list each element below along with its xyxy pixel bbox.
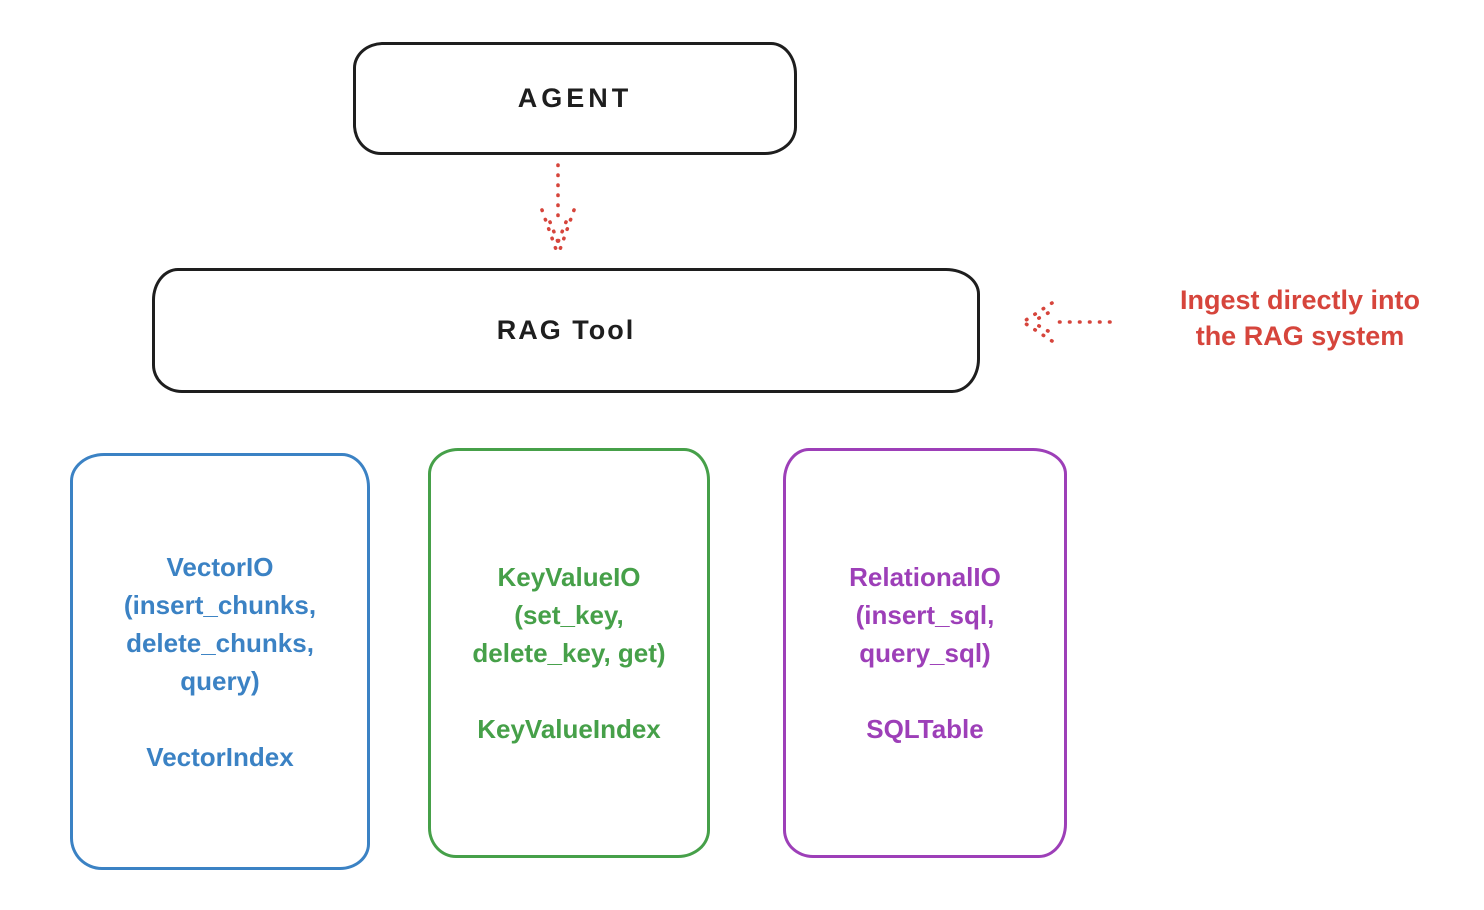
left-dotted-arrow-icon: [1021, 301, 1112, 343]
keyvalue-io-node: KeyValueIO (set_key, delete_key, get) Ke…: [428, 448, 710, 858]
rag-tool-node: RAG Tool: [152, 268, 980, 393]
agent-label: AGENT: [517, 83, 633, 113]
vector-io-text: VectorIO (insert_chunks, delete_chunks, …: [123, 551, 317, 772]
down-dotted-arrow-icon: [540, 163, 576, 257]
vector-io-node: VectorIO (insert_chunks, delete_chunks, …: [70, 453, 370, 870]
agent-node: AGENT: [353, 42, 797, 155]
keyvalue-io-text: KeyValueIO (set_key, delete_key, get) Ke…: [472, 562, 666, 744]
relational-io-text: RelationalIO (insert_sql, query_sql) SQL…: [849, 562, 1001, 744]
ingest-annotation: Ingest directly into the RAG system: [1179, 285, 1421, 351]
rag-tool-label: RAG Tool: [496, 315, 636, 345]
relational-io-node: RelationalIO (insert_sql, query_sql) SQL…: [783, 448, 1067, 858]
